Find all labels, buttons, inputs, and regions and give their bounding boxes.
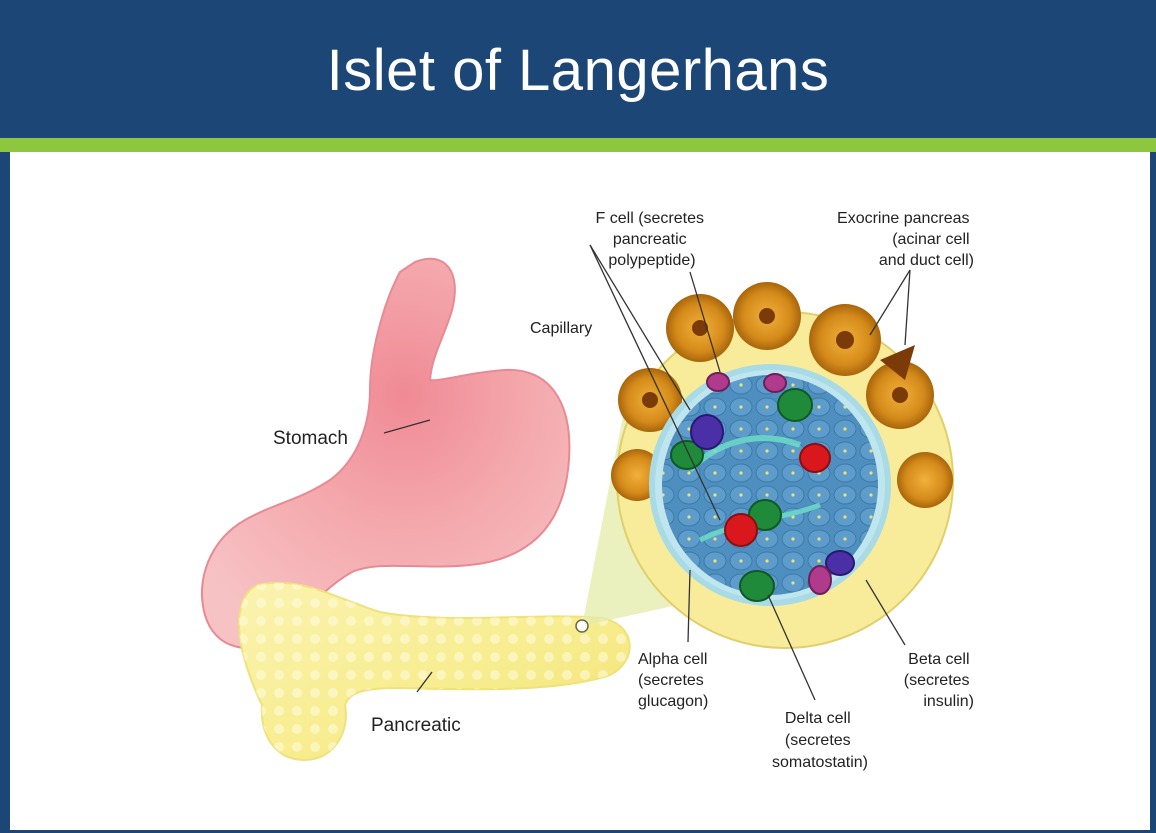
stomach-label: Stomach (273, 428, 348, 449)
alpha-cell-label: Alpha cell (secretes glucagon) (638, 651, 712, 710)
delta-cell-label: Delta cell (secretes somatostatin) (772, 710, 868, 771)
magnification-point (576, 620, 588, 632)
islet-magnified (611, 282, 953, 648)
f-cell-label: F cell (secretes pancreatic polypeptide) (596, 210, 709, 269)
beta-cell-label: Beta cell (secretes insulin) (904, 651, 974, 710)
pancreatic-label: Pancreatic (371, 715, 461, 736)
exocrine-label: Exocrine pancreas (acinar cell and duct … (837, 210, 974, 269)
capillary-label: Capillary (530, 320, 592, 337)
